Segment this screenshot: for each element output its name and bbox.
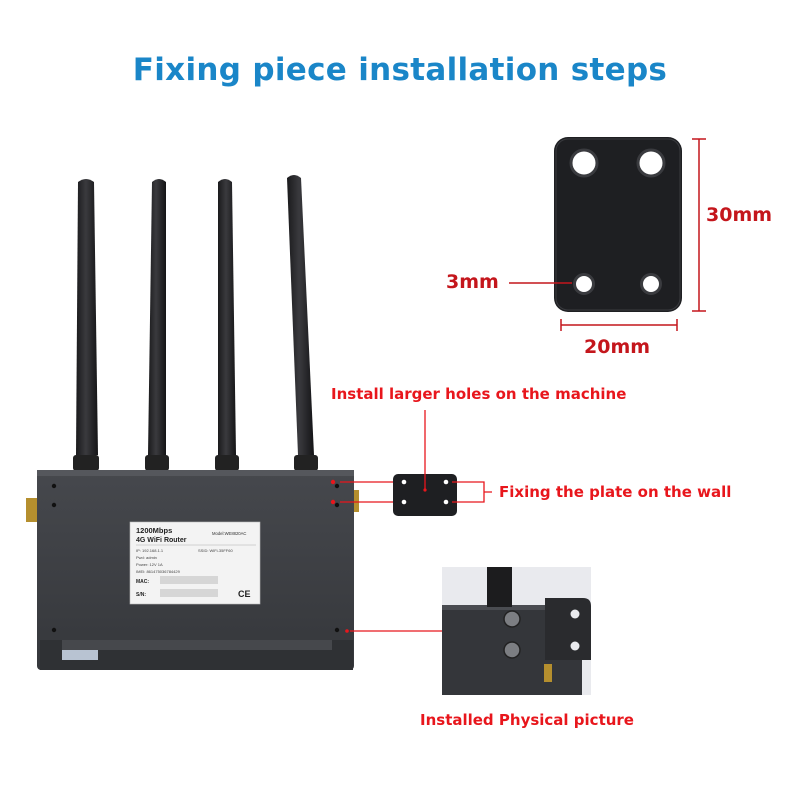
sticker-sn-label: S/N: — [136, 592, 146, 598]
sticker-ssid: SSID: WiFi-35FF60 — [198, 548, 233, 553]
sticker-ip: IP: 192.168.1.1 — [136, 548, 164, 553]
sticker-imei: IMEI: 861475036784429 — [136, 569, 181, 574]
sticker-password: Pwd: admin — [136, 555, 157, 560]
sticker-ce-mark: CE — [238, 589, 251, 599]
sticker-model: Model:WE8820AC — [212, 531, 246, 536]
fixing-plate-small — [393, 474, 457, 516]
fixing-wall-note: Fixing the plate on the wall — [499, 483, 732, 501]
height-label: 30mm — [706, 204, 773, 226]
router-mount-hole-top — [330, 479, 336, 485]
sticker-speed: 1200Mbps — [136, 526, 172, 535]
sticker-mac-label: MAC: — [136, 579, 149, 585]
sticker-product: 4G WiFi Router — [136, 537, 187, 544]
page-title: Fixing piece installation steps — [132, 52, 668, 88]
sma-connector-left — [26, 498, 38, 522]
height-dimension — [692, 138, 706, 312]
width-dimension — [560, 319, 678, 331]
antenna-1 — [73, 179, 99, 471]
router-mount-hole-bottom — [330, 499, 336, 505]
antenna-3 — [215, 179, 239, 471]
installed-picture-note: Installed Physical picture — [420, 711, 634, 729]
fixing-plate-large — [554, 137, 682, 312]
router-sticker: 1200Mbps 4G WiFi Router Model:WE8820AC I… — [129, 521, 261, 605]
width-label: 20mm — [584, 336, 651, 358]
sticker-power: Power: 12V 1A — [136, 562, 163, 567]
leader-bracket-wall — [452, 481, 492, 503]
antenna-2 — [145, 179, 169, 471]
hole-size-label: 3mm — [446, 271, 499, 293]
antenna-4 — [287, 175, 318, 471]
installed-photo — [442, 567, 591, 695]
larger-holes-note: Install larger holes on the machine — [331, 385, 627, 403]
